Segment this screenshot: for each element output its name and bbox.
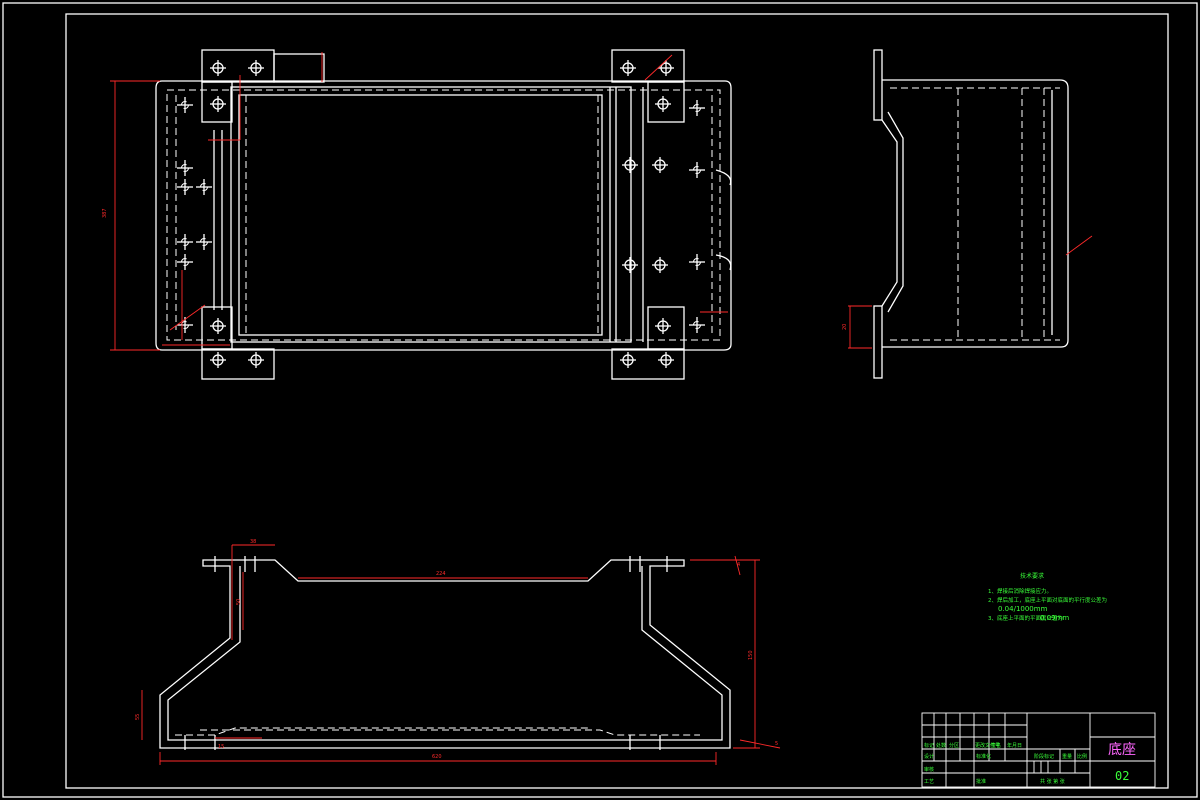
tb-approve: 批准 [976, 778, 986, 785]
bolt-hole [652, 157, 668, 173]
bolt-hole [622, 257, 638, 273]
dim-front-small-b: 15 [218, 744, 224, 750]
tech-note-1: 1、焊接后消除焊接应力。 [988, 587, 1052, 595]
dim-front-right-a: 4 [737, 562, 740, 568]
top-view-dimensions: 387 [102, 52, 728, 351]
bolt-hole [658, 352, 674, 368]
bolt-hole [689, 254, 705, 270]
front-view-dimensions: 224 620 150 38 50 55 15 4 5 [135, 539, 781, 765]
tb-review: 审核 [924, 766, 934, 773]
front-view [159, 556, 731, 750]
dim-front-left: 50 [236, 599, 242, 605]
bolt-hole [177, 160, 193, 176]
tb-scale: 比例 [1077, 753, 1087, 760]
drawing-title: 底座 [1108, 742, 1136, 758]
dim-front-small-a: 55 [135, 714, 141, 720]
bolt-hole [248, 352, 264, 368]
tb-stage-mark: 阶段标记 [1034, 753, 1054, 760]
bolt-hole [248, 60, 264, 76]
tb-cell-0: 标记 [924, 742, 934, 749]
tb-weight: 重量 [1062, 753, 1072, 760]
bolt-hole [620, 60, 636, 76]
tb-cell-5: 年月日 [1007, 742, 1022, 749]
bolt-hole [196, 234, 212, 250]
bolt-hole [177, 179, 193, 195]
bolt-hole [658, 60, 674, 76]
bolt-hole [210, 96, 226, 112]
tech-note-3-value: 0.09mm [1040, 614, 1069, 622]
tb-standardize: 标准化 [976, 753, 991, 760]
tb-cell-3: 更改文件号 [975, 742, 1000, 749]
dim-front-right-b: 5 [775, 741, 778, 747]
dim-top-height: 387 [102, 208, 108, 218]
tech-notes-heading: 技术要求 [1020, 572, 1044, 580]
tb-process: 工艺 [924, 779, 934, 785]
bolt-hole [622, 157, 638, 173]
tb-sheets: 共 张 第 张 [1040, 778, 1065, 785]
bolt-hole [655, 96, 671, 112]
bolt-hole [210, 352, 226, 368]
bolt-hole [655, 318, 671, 334]
bolt-hole [177, 254, 193, 270]
bolt-hole [689, 162, 705, 178]
dim-side-bottom: 20 [842, 324, 848, 330]
tb-cell-2: 分区 [949, 742, 959, 749]
dim-front-center: 224 [436, 571, 446, 577]
tech-notes: 技术要求 1、焊接后消除焊接应力。 2、焊后加工，底座上平面对底面的平行度公差为… [988, 572, 1107, 622]
tb-design: 设计 [924, 753, 934, 760]
bolt-hole [689, 317, 705, 333]
dim-front-flange: 38 [250, 539, 256, 545]
bolt-hole [652, 257, 668, 273]
bolt-hole [620, 352, 636, 368]
title-block: 标记 处数 分区 更改文件号 签名 年月日 设计 标准化 审核 工艺 批准 阶段… [921, 712, 1156, 788]
tb-cell-1: 处数 [936, 742, 946, 749]
bolt-hole [177, 97, 193, 113]
bolt-hole [210, 318, 226, 334]
tech-note-2: 2、焊后加工，底座上平面对底面的平行度公差为 [988, 596, 1107, 604]
bolt-hole [196, 179, 212, 195]
bolt-hole [210, 60, 226, 76]
tech-note-2-value: 0.04/1000mm [998, 605, 1048, 613]
bolt-hole [689, 100, 705, 116]
dim-front-total: 620 [432, 754, 442, 760]
side-view: 20 [842, 49, 1093, 379]
top-view [155, 49, 732, 380]
dim-front-height: 150 [748, 650, 754, 660]
bolt-hole [177, 234, 193, 250]
drawing-number: 02 [1115, 769, 1129, 783]
tb-cell-4: 签名 [991, 742, 1001, 749]
inner-frame [65, 13, 1169, 789]
tech-note-3: 3、底座上平面的平面度公差为 [988, 614, 1063, 622]
